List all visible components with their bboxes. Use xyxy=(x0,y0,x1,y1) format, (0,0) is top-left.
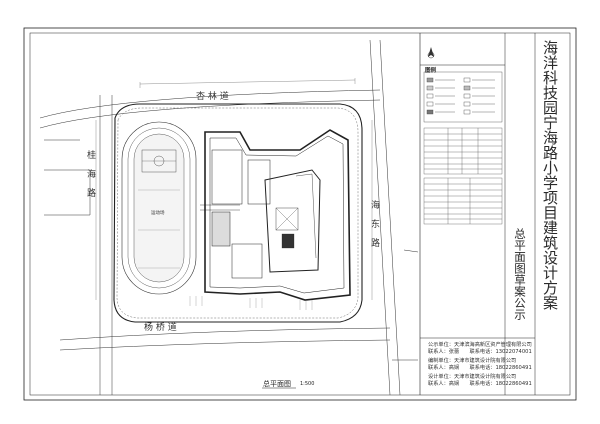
index-table xyxy=(423,127,503,225)
road-label-south: 杨 桥 道 xyxy=(144,323,177,333)
plan-scale: 1:500 xyxy=(300,381,315,387)
legend-heading: 图例 xyxy=(425,68,437,74)
road-label-west: 桂 海 路 xyxy=(85,150,95,197)
plan-caption: 总平面图 xyxy=(263,380,291,388)
info-contact-3: 联系人：高娴 联系电话：18022860491 xyxy=(428,381,532,387)
site-boundary xyxy=(113,103,363,323)
info-contact-2: 联系人：高娴 联系电话：18022860491 xyxy=(428,365,532,371)
running-track xyxy=(121,121,197,295)
info-contact-1: 联系人：张蕾 联系电话：13022074001 xyxy=(428,349,532,355)
track-label: 运动场 xyxy=(151,211,165,216)
info-company: 公示单位：天津滨海高新区资产管理有限公司 xyxy=(428,342,532,348)
north-arrow-icon xyxy=(427,47,435,59)
road-label-east: 海 东 路 xyxy=(369,200,379,247)
parking-hatch xyxy=(189,296,313,310)
info-design: 编制单位：天津市建筑设计院有限公司 xyxy=(428,358,517,364)
legend-panel xyxy=(423,71,503,123)
road-lines xyxy=(39,39,419,396)
sheet-border xyxy=(23,27,577,401)
road-label-north: 杏 林 道 xyxy=(196,92,229,102)
sheet-title: 海洋科技园宁海路小学项目建筑设计方案 xyxy=(541,40,559,310)
info-design-2: 设计单位：天津市建筑设计院有限公司 xyxy=(428,374,517,380)
dimension-lines xyxy=(95,78,373,300)
school-building xyxy=(200,129,351,301)
sheet-subtitle: 总平面图草案公示 xyxy=(513,228,527,320)
